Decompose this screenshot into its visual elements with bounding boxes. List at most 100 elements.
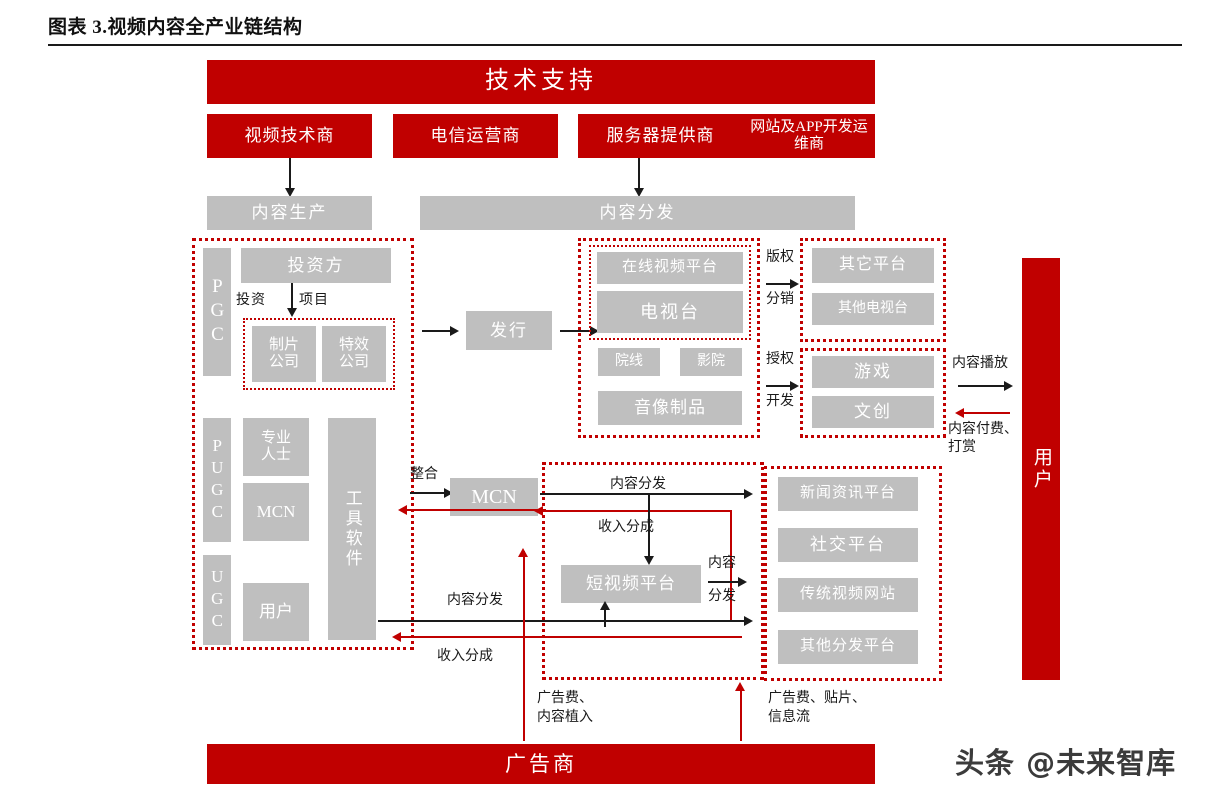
invest-label: 投资 xyxy=(236,293,266,308)
professionals-label: 专业 人士 xyxy=(260,429,291,463)
arrowhead-mcn-to-shortvideo xyxy=(644,556,654,565)
advertiser-banner: 广告商 xyxy=(207,744,875,784)
tech-provider-web-app: 网站及APP开发运维商 xyxy=(743,114,875,158)
pgc-label: PGC xyxy=(203,248,231,376)
other-distribution-platform-label: 其他分发平台 xyxy=(799,638,896,655)
cinema-label: 影院 xyxy=(697,353,725,369)
arrowhead-shortvideo-out xyxy=(738,577,747,587)
development-label: 开发 xyxy=(766,394,794,409)
game-box: 游戏 xyxy=(812,356,934,388)
content-creator-group xyxy=(243,318,395,390)
connector-investor-to-company xyxy=(291,283,293,311)
tv-station-box: 电视台 xyxy=(597,291,743,333)
news-platform-box: 新闻资讯平台 xyxy=(778,477,918,511)
tech-support-banner: 技术支持 xyxy=(207,60,875,104)
cinema-chain-label: 院线 xyxy=(615,353,643,369)
tech-provider-telecom: 电信运营商 xyxy=(393,114,558,158)
online-video-platform-box: 在线视频平台 xyxy=(597,252,743,284)
arrowhead-copyright xyxy=(790,279,799,289)
other-platform-box: 其它平台 xyxy=(812,248,934,283)
arrowhead-release-to-channels xyxy=(590,326,599,336)
revenue-share-top-label: 收入分成 xyxy=(598,520,654,535)
vfx-company-label: 特效 公司 xyxy=(338,336,369,370)
revenue-share-bottom-label: 收入分成 xyxy=(437,649,493,664)
ugc-label: UGC xyxy=(203,555,231,645)
other-platform-label: 其它平台 xyxy=(838,256,907,274)
ugc-user-box: 用户 xyxy=(243,583,309,641)
other-tv-box: 其他电视台 xyxy=(812,293,934,325)
other-platforms-group xyxy=(800,238,946,342)
revenue-return-mcn-line xyxy=(404,509,546,511)
arrowhead-content-distribution-top xyxy=(744,489,753,499)
tech-provider-server-label: 服务器提供商 xyxy=(606,126,715,146)
authorize-label: 授权 xyxy=(766,352,794,367)
arrowhead-revenue-return-mcn xyxy=(398,505,407,515)
pugc-label: PUGC xyxy=(203,418,231,542)
game-label: 游戏 xyxy=(854,362,892,382)
release-label: 发行 xyxy=(490,320,528,340)
av-products-label: 音像制品 xyxy=(634,398,706,418)
mcn-creator-label: MCN xyxy=(256,502,296,522)
arrowhead-bottom-to-shortvideo xyxy=(600,601,610,610)
investor-label: 投资方 xyxy=(287,255,345,275)
tech-provider-web-app-label: 网站及APP开发运维商 xyxy=(750,118,868,152)
professionals-box: 专业 人士 xyxy=(243,418,309,476)
connector-mcn-to-shortvideo xyxy=(648,493,650,558)
stage-bar-production-label: 内容生产 xyxy=(251,203,328,223)
culture-box: 文创 xyxy=(812,396,934,428)
connector-content-distribution-bottom xyxy=(378,620,746,622)
social-platform-label: 社交平台 xyxy=(810,535,886,555)
arrowhead-integrate xyxy=(444,488,453,498)
advertiser-banner-label: 广告商 xyxy=(505,751,577,776)
project-label: 项目 xyxy=(299,293,329,308)
stage-bar-distribution-label: 内容分发 xyxy=(599,203,676,223)
traditional-video-site-box: 传统视频网站 xyxy=(778,578,918,612)
short-video-group xyxy=(542,462,764,680)
channels-group xyxy=(578,238,760,438)
other-tv-label: 其他电视台 xyxy=(838,300,908,316)
distribute-label-right: 分发 xyxy=(708,589,736,604)
connector-copyright xyxy=(766,283,792,285)
page-title: 图表 3.视频内容全产业链结构 xyxy=(48,17,303,38)
av-products-box: 音像制品 xyxy=(598,391,742,425)
ad-fee-right-label: 广告费、贴片、 信息流 xyxy=(768,691,866,725)
connector-authorize xyxy=(766,385,792,387)
arrowhead-revenue-top xyxy=(534,506,543,516)
connector-content-pay xyxy=(962,412,1010,414)
distribution-platforms-group xyxy=(764,466,942,681)
connector-server-to-distribution xyxy=(638,158,640,189)
culture-label: 文创 xyxy=(854,402,892,422)
connector-integrate xyxy=(410,492,446,494)
user-column: 用户 xyxy=(1022,258,1060,680)
connector-creator-to-release xyxy=(422,330,452,332)
short-video-platform-box: 短视频平台 xyxy=(561,565,701,603)
tool-software-box: 工具软件 xyxy=(328,418,376,640)
ugc-user-label: 用户 xyxy=(259,602,293,622)
arrowhead-content-pay xyxy=(955,408,964,418)
connector-release-to-channels xyxy=(560,330,592,332)
content-label-right: 内容 xyxy=(708,556,736,571)
social-platform-box: 社交平台 xyxy=(778,528,918,562)
connector-content-play xyxy=(958,385,1006,387)
content-distribution-top-label: 内容分发 xyxy=(610,477,666,492)
connector-revenue-top xyxy=(540,510,732,512)
tech-support-banner-label: 技术支持 xyxy=(485,68,597,95)
pugc-label-text: PUGC xyxy=(207,436,227,524)
ugc-label-text: UGC xyxy=(207,567,227,633)
tech-provider-video-label: 视频技术商 xyxy=(244,126,335,146)
copyright-label: 版权 xyxy=(766,250,794,265)
cinema-chain-box: 院线 xyxy=(598,348,660,376)
connector-content-distribution-top xyxy=(540,493,746,495)
distribution-label: 分销 xyxy=(766,292,794,307)
arrowhead-revenue-bottom xyxy=(392,632,401,642)
connector-shortvideo-out xyxy=(708,581,740,583)
ad-fee-left-label: 广告费、 内容植入 xyxy=(537,691,593,725)
arrowhead-authorize xyxy=(790,381,799,391)
tool-software-label: 工具软件 xyxy=(342,489,362,569)
arrowhead-content-play xyxy=(1004,381,1013,391)
arrowhead-server-to-distribution xyxy=(634,188,644,197)
connector-revenue-bottom xyxy=(398,636,742,638)
user-column-label: 用户 xyxy=(1030,447,1052,491)
other-distribution-platform-box: 其他分发平台 xyxy=(778,630,918,664)
content-pay-label: 内容付费、 打赏 xyxy=(948,422,1018,456)
